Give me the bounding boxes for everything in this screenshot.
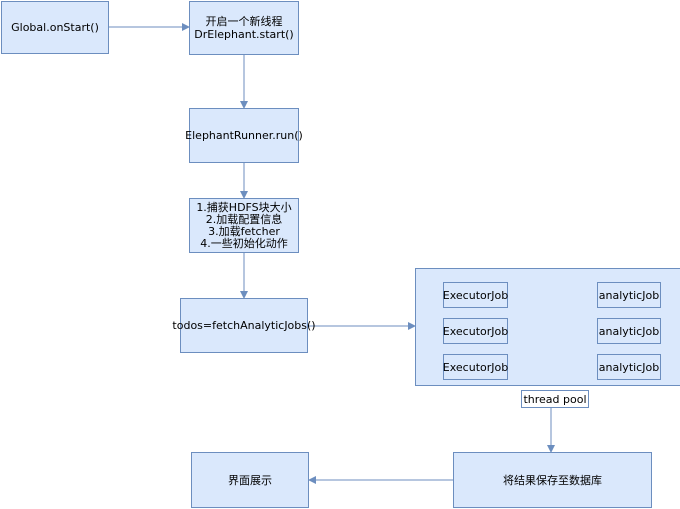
executor-job-label-1: ExecutorJob [442, 288, 509, 302]
new-thread-label-line1: 开启一个新线程 [205, 15, 283, 28]
init-step-4: 4.一些初始化动作 [200, 236, 288, 250]
elephant-runner-node[interactable]: ElephantRunner.run() [185, 108, 303, 163]
thread-pool-label: thread pool [521, 390, 589, 408]
fetch-analytic-jobs-label: todos=fetchAnalyticJobs() [172, 319, 316, 332]
global-on-start-label: Global.onStart() [11, 21, 99, 34]
new-thread-node[interactable]: 开启一个新线程 DrElephant.start() [189, 1, 299, 55]
analytic-job-node-3[interactable]: analyticJob [597, 354, 661, 380]
fetch-analytic-jobs-node[interactable]: todos=fetchAnalyticJobs() [172, 298, 316, 353]
analytic-job-label-3: analyticJob [598, 360, 660, 374]
global-on-start-node[interactable]: Global.onStart() [1, 1, 109, 54]
init-step-2: 2.加载配置信息 [205, 212, 283, 226]
init-step-1: 1.捕获HDFS块大小 [196, 200, 292, 214]
elephant-runner-label: ElephantRunner.run() [185, 129, 303, 142]
thread-pool-label-text: thread pool [523, 392, 587, 406]
ui-display-node[interactable]: 界面展示 [191, 452, 309, 508]
save-results-label: 将结果保存至数据库 [503, 473, 602, 487]
analytic-job-label-1: analyticJob [598, 288, 660, 302]
save-results-node[interactable]: 将结果保存至数据库 [453, 452, 652, 508]
executor-job-label-3: ExecutorJob [442, 360, 509, 374]
analytic-job-node-2[interactable]: analyticJob [597, 318, 661, 344]
executor-job-node-2[interactable]: ExecutorJob [443, 318, 508, 344]
executor-job-node-3[interactable]: ExecutorJob [443, 354, 508, 380]
init-step-3: 3.加载fetcher [208, 224, 280, 238]
analytic-job-label-2: analyticJob [598, 324, 660, 338]
executor-job-label-2: ExecutorJob [442, 324, 509, 338]
executor-job-node-1[interactable]: ExecutorJob [443, 282, 508, 308]
init-steps-node[interactable]: 1.捕获HDFS块大小 2.加载配置信息 3.加载fetcher 4.一些初始化… [189, 198, 299, 253]
new-thread-label-line2: DrElephant.start() [194, 28, 294, 41]
ui-display-label: 界面展示 [228, 473, 272, 487]
analytic-job-node-1[interactable]: analyticJob [597, 282, 661, 308]
